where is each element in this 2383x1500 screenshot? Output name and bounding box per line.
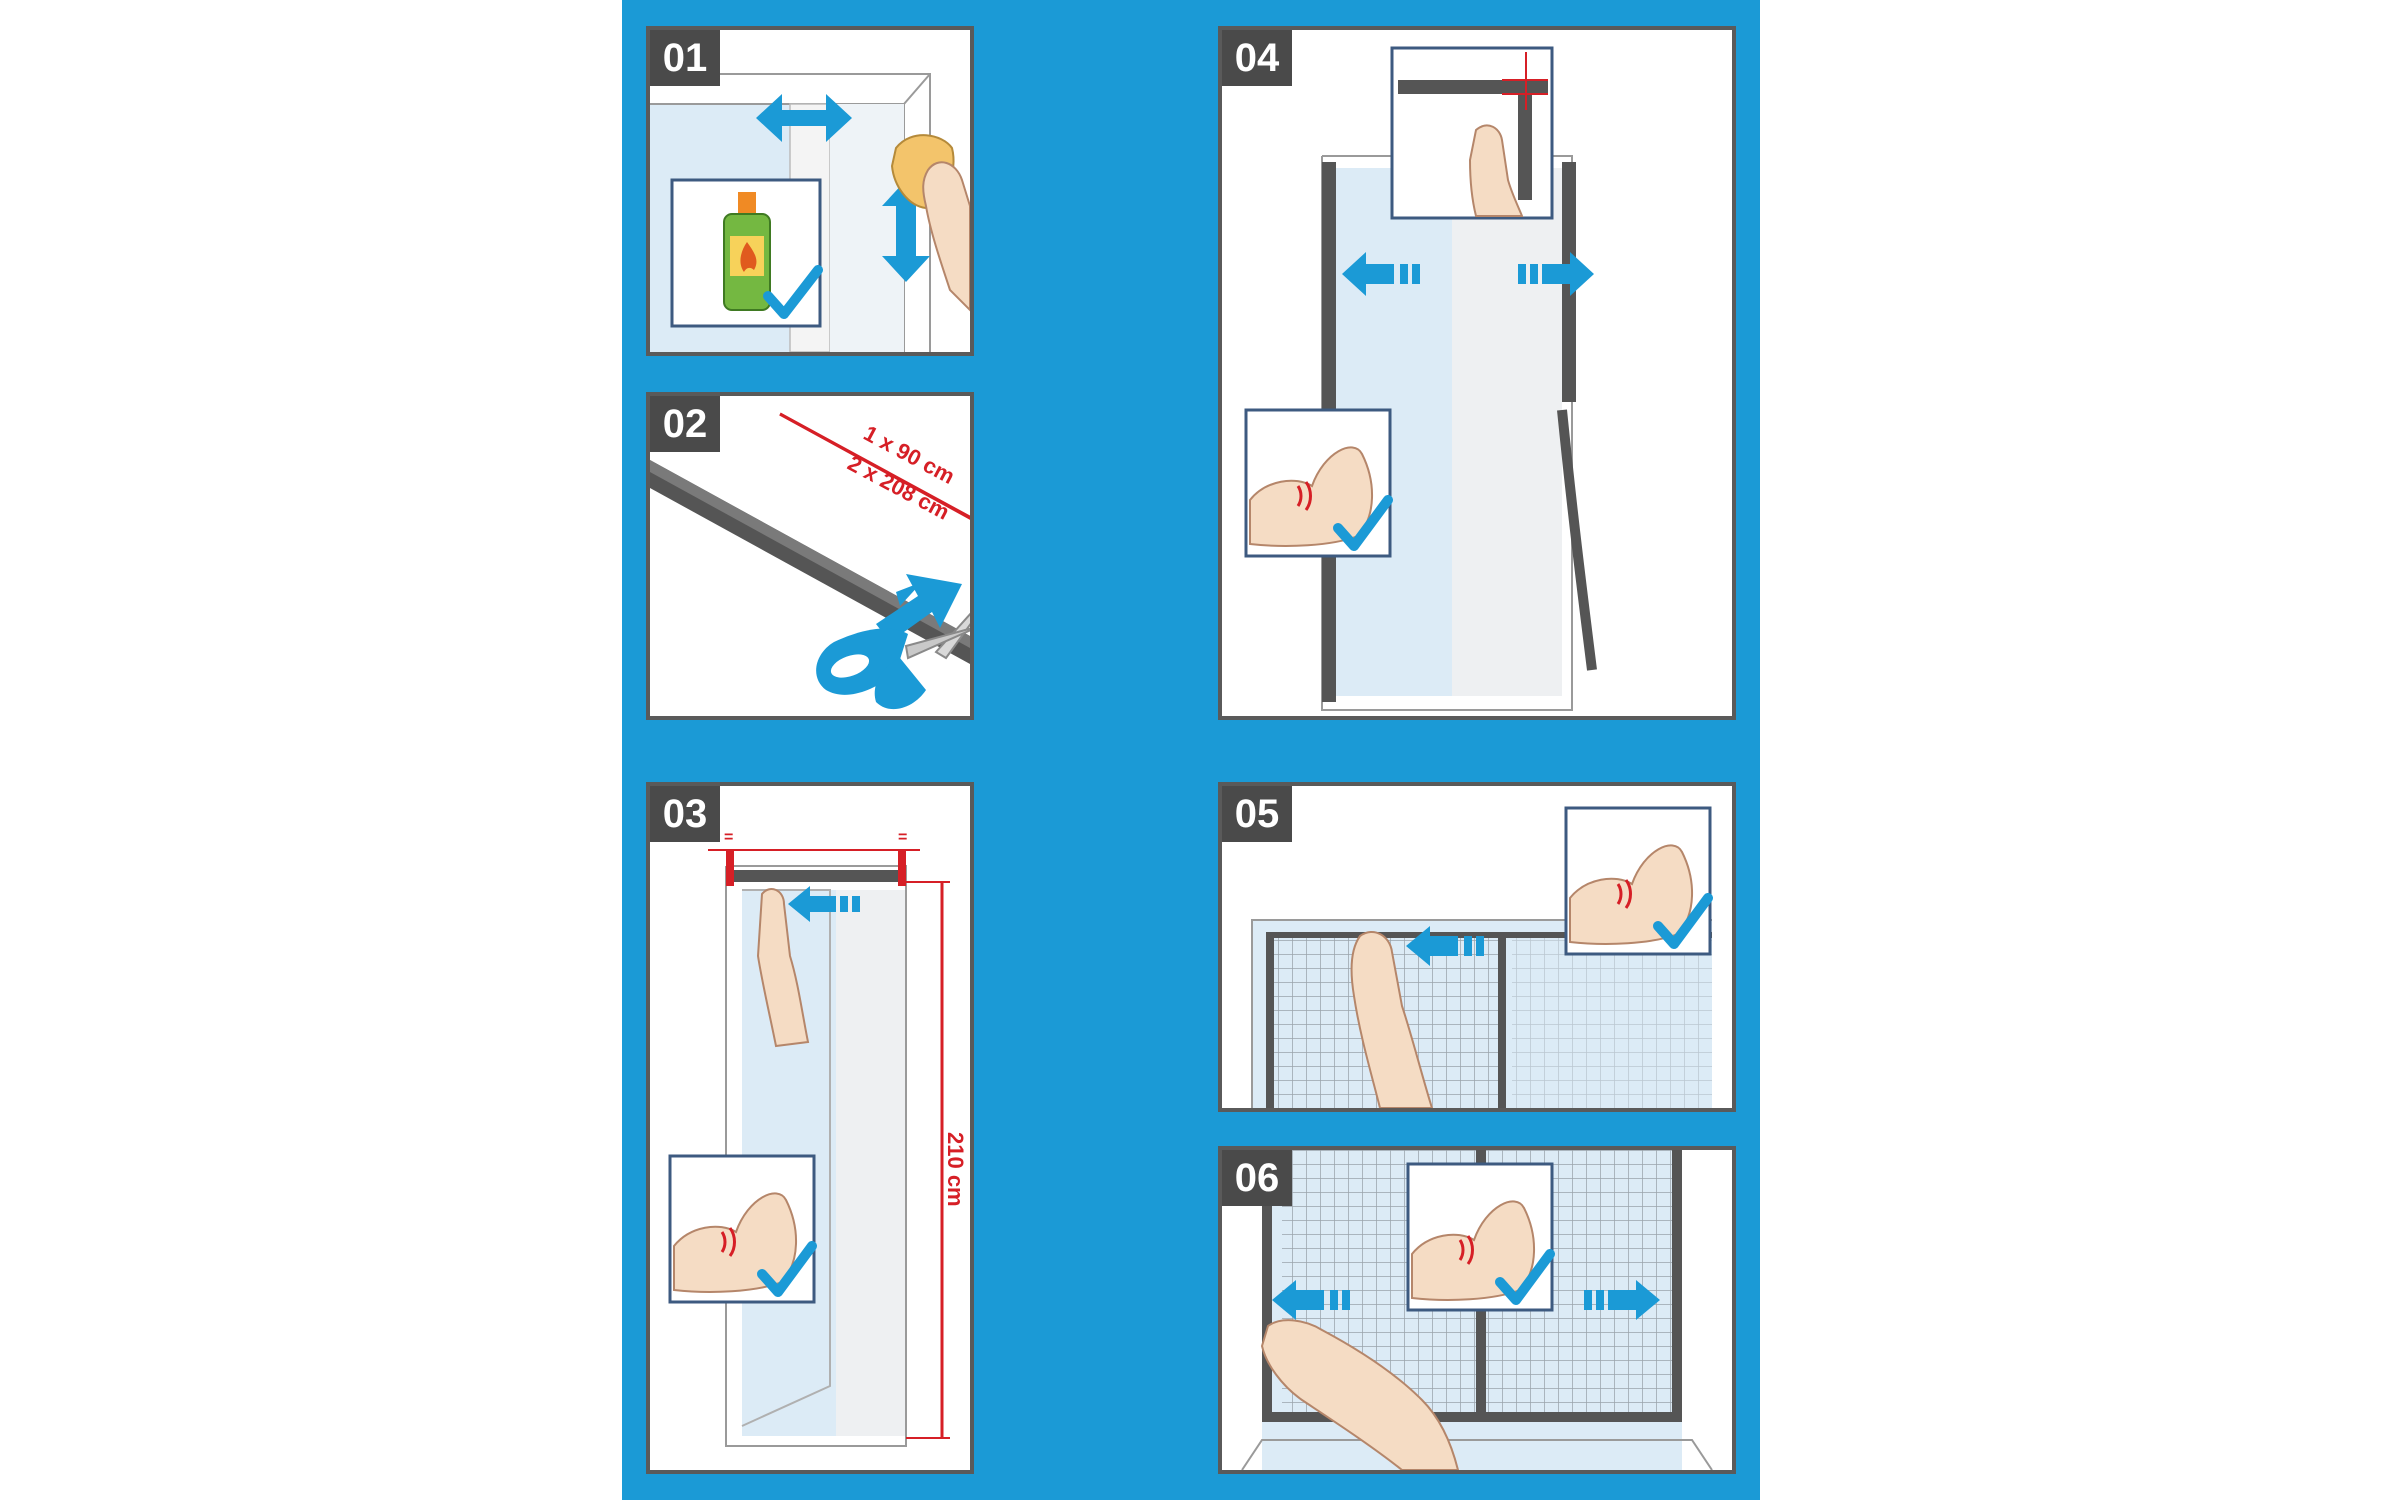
step-04-illustration	[1222, 30, 1732, 716]
equal-mark-left: =	[724, 829, 733, 846]
step-number: 05	[1222, 786, 1292, 842]
step-03-panel: 03 = = 210 cm	[646, 782, 974, 1474]
step-number: 01	[650, 30, 720, 86]
instruction-board: 01	[622, 0, 1760, 1500]
step-05-illustration	[1222, 786, 1732, 1108]
step-number: 04	[1222, 30, 1292, 86]
step-03-illustration: = = 210 cm	[650, 786, 970, 1470]
step-04-panel: 04	[1218, 26, 1736, 720]
step-number: 03	[650, 786, 720, 842]
step-02-panel: 02 1 x 90 cm 2 x 208 cm	[646, 392, 974, 720]
step-06-illustration	[1222, 1150, 1732, 1470]
equal-mark-right: =	[898, 829, 907, 846]
step-01-panel: 01	[646, 26, 974, 356]
step-06-panel: 06	[1218, 1146, 1736, 1474]
step-number: 02	[650, 396, 720, 452]
step-05-panel: 05	[1218, 782, 1736, 1112]
height-label: 210 cm	[943, 1132, 968, 1207]
step-number: 06	[1222, 1150, 1292, 1206]
